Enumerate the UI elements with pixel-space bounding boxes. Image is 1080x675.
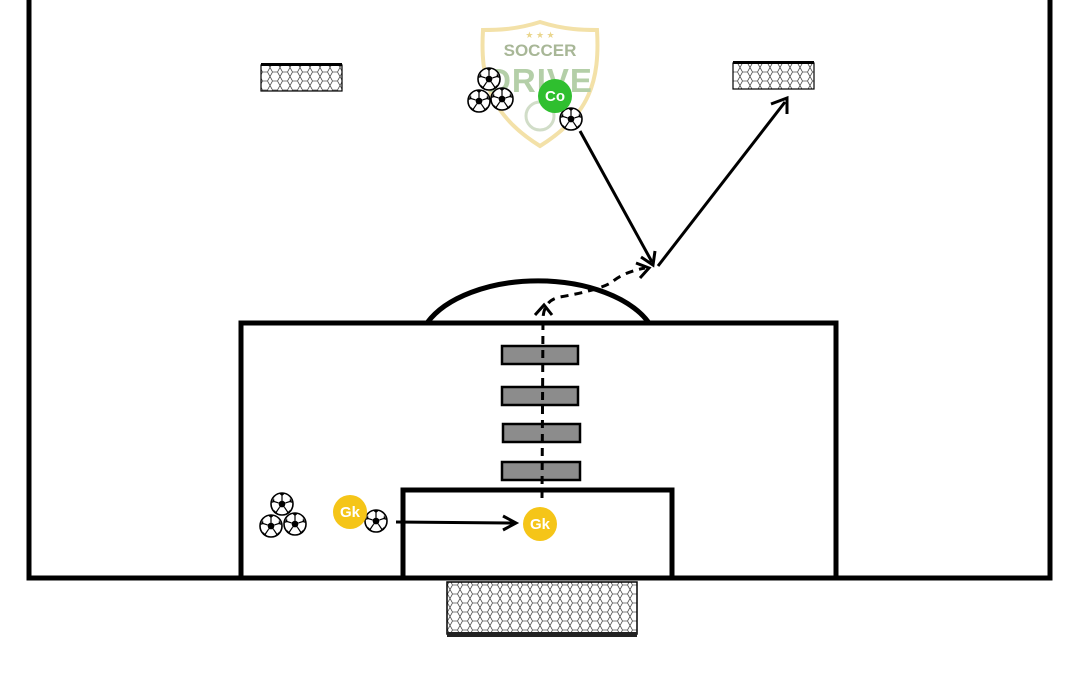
coach-label: Co [545, 88, 565, 105]
goalkeeper-token-icon [523, 507, 557, 541]
soccer-ball-icon [270, 492, 294, 516]
hurdle-icon [500, 385, 580, 407]
pass-arrow [395, 520, 515, 525]
soccer-ball-icon [283, 512, 307, 536]
penalty-arc [424, 278, 652, 325]
goalkeeper-token-icon [333, 495, 367, 529]
soccer-ball-icon [259, 514, 283, 538]
soccer-drive-logo: ★ ★ ★ SOCCER DRIVE [480, 19, 600, 149]
shot-arrow [656, 101, 787, 267]
field-boundary [26, 0, 1053, 581]
arrow-head-icon [533, 302, 554, 317]
arrow-head-icon [502, 514, 520, 532]
goalkeeper-start: Gk [333, 495, 367, 529]
main-goal-icon [446, 581, 638, 637]
arrow-head-icon [640, 250, 657, 268]
logo-stars-icon: ★ ★ ★ [525, 30, 554, 40]
soccer-ball-icon [559, 107, 583, 131]
soccer-ball-icon [477, 67, 501, 91]
logo-top-text: SOCCER [504, 41, 577, 60]
run-arrow [540, 266, 646, 499]
hurdle-icon [500, 344, 580, 366]
ball-pile-left [259, 492, 307, 538]
arrow-head-icon [635, 261, 652, 280]
soccer-ball-icon [364, 509, 388, 533]
soccer-ball-icon [490, 87, 514, 111]
goal-box [400, 487, 675, 578]
goalkeeper-end-label: Gk [530, 516, 551, 533]
coach-pass-arrow [578, 130, 654, 263]
coach-player: Co [538, 79, 572, 113]
goalkeeper-end: Gk [523, 507, 557, 541]
goalkeeper-start-label: Gk [340, 504, 361, 521]
soccer-ball-icon [467, 89, 491, 113]
field [26, 0, 1053, 581]
left-mini-goal-icon [260, 63, 343, 92]
coach-token-icon [538, 79, 572, 113]
arrow-head-icon [770, 95, 789, 114]
penalty-box [238, 320, 839, 578]
arrows [395, 95, 789, 532]
right-mini-goal-icon [732, 61, 815, 90]
